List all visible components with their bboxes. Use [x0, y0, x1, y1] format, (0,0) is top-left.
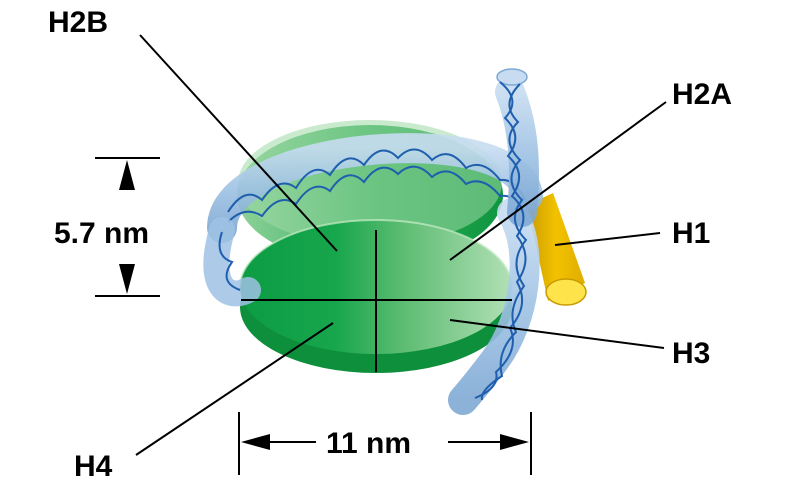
width-label: 11 nm: [326, 427, 411, 460]
label-h4: H4: [74, 450, 113, 483]
label-h2a: H2A: [672, 78, 732, 111]
disc-quadrant-lines: [241, 230, 512, 372]
h4-leader: [135, 322, 334, 456]
height-label: 5.7 nm: [54, 217, 149, 250]
width-dimension: 11 nm: [238, 412, 532, 475]
h2a-leader: [449, 101, 667, 261]
label-h2b: H2B: [48, 6, 108, 39]
label-h1: H1: [672, 217, 710, 250]
dna-loop-front: [203, 68, 540, 415]
h1-leader: [554, 232, 661, 246]
h2b-leader: [139, 34, 338, 252]
label-h3: H3: [672, 337, 710, 370]
h3-leader: [449, 319, 665, 349]
h1-histone: [527, 193, 587, 306]
height-dimension: 5.7 nm: [54, 157, 160, 297]
